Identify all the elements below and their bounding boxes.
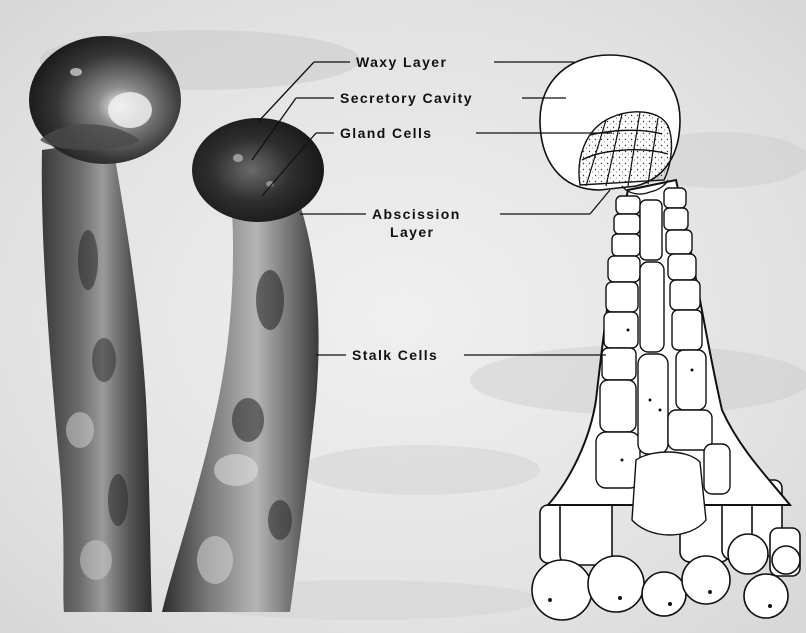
- photo-head-middle: [192, 118, 324, 222]
- label-gland-cells: Gland Cells: [340, 125, 432, 141]
- label-stalk-cells: Stalk Cells: [352, 347, 438, 363]
- label-secretory-cavity: Secretory Cavity: [340, 90, 473, 106]
- label-abscission-layer: Layer: [390, 224, 434, 240]
- label-waxy-layer: Waxy Layer: [356, 54, 447, 70]
- label-abscission: Abscission: [372, 206, 461, 222]
